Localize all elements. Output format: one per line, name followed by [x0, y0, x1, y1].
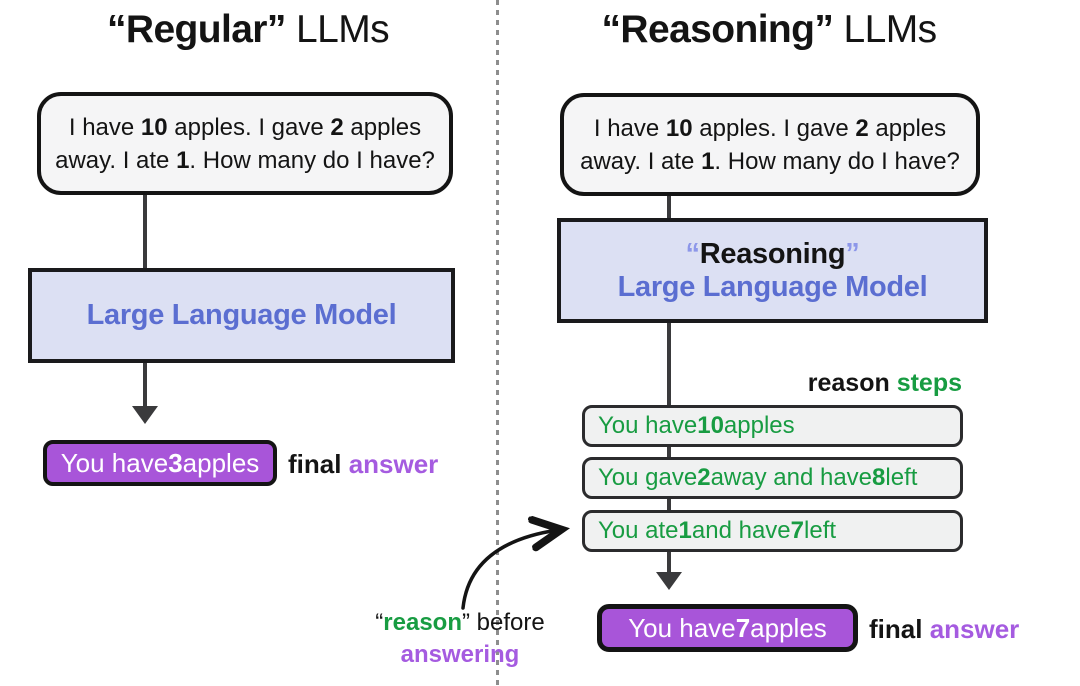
right-connector-line-top — [667, 195, 671, 221]
question-line-2: away. I ate 1. How many do I have? — [580, 147, 960, 175]
right-connector-line-main — [667, 322, 671, 572]
reason-steps-label: reason steps — [807, 369, 962, 397]
question-line-1: I have 10 apples. I gave 2 apples — [593, 114, 947, 142]
left-llm-box: Large Language Model — [28, 268, 455, 363]
left-final-answer-label: final answer — [288, 449, 439, 479]
title-emphasis: “Regular” — [106, 8, 286, 51]
left-answer-box: You have 3 apples — [43, 440, 277, 486]
right-question-box: I have 10 apples. I gave 2 apples away. … — [560, 93, 980, 196]
left-arrow-shaft — [143, 362, 147, 407]
left-column-title: “Regular” LLMs — [0, 8, 496, 52]
annotation-line-1: “reason” before — [375, 609, 545, 636]
annotation-line-2: answering — [400, 641, 520, 668]
right-column-title: “Reasoning” LLMs — [540, 8, 998, 52]
title-emphasis: “Reasoning” — [601, 8, 834, 51]
llm-label: Large Language Model — [86, 299, 397, 331]
reason-step-3: You ate 1 and have 7 left — [582, 510, 963, 552]
title-rest: LLMs — [285, 8, 390, 51]
right-answer-box: You have 7 apples — [597, 604, 858, 652]
left-arrow-head-icon — [132, 406, 158, 424]
reason-step-2: You gave 2 away and have 8 left — [582, 457, 963, 499]
right-llm-box: “Reasoning” Large Language Model — [557, 218, 988, 323]
close-quote: ” — [845, 237, 860, 270]
dashed-divider — [496, 0, 499, 686]
title-rest: LLMs — [833, 8, 938, 51]
llm-label: Large Language Model — [617, 270, 928, 303]
question-line-1: I have 10 apples. I gave 2 apples — [68, 113, 422, 141]
reasoning-label: “Reasoning” — [685, 237, 860, 270]
right-final-answer-label: final answer — [869, 614, 1020, 644]
left-connector-line — [143, 194, 147, 269]
right-arrow-head-icon — [656, 572, 682, 590]
curved-annotation-arrow-icon — [461, 498, 590, 610]
open-quote: “ — [685, 237, 701, 270]
left-question-box: I have 10 apples. I gave 2 apples away. … — [37, 92, 453, 195]
question-line-2: away. I ate 1. How many do I have? — [55, 146, 435, 174]
reason-step-1: You have 10 apples — [582, 405, 963, 447]
